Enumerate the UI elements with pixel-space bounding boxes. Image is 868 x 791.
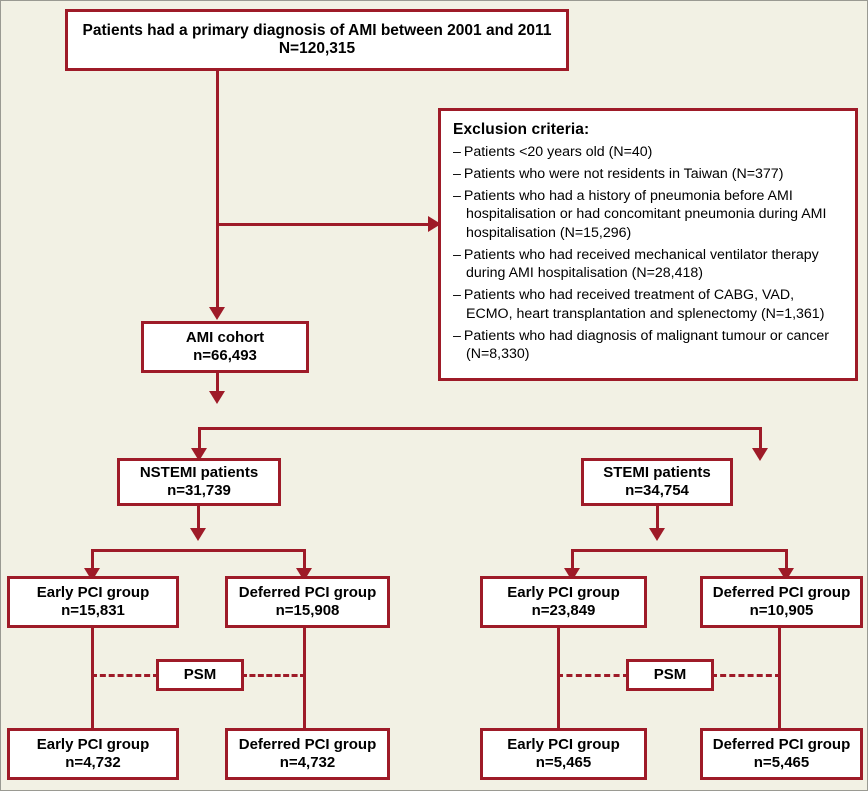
node-nstemi-deferred-pci-matched-line1: Deferred PCI group — [238, 736, 377, 754]
exclusion-item-text: Patients who were not residents in Taiwa… — [463, 165, 784, 182]
arrowhead-exclusion — [428, 216, 441, 232]
exclusion-item-text: Patients who had received mechanical ven… — [463, 246, 819, 282]
bus-cohort-split — [198, 427, 762, 430]
list-dash: – — [453, 165, 461, 182]
arrowhead-stemi — [752, 448, 768, 461]
dashed-connector-stemi-right — [711, 674, 781, 677]
connector-nstemi-early-to-matched — [91, 628, 94, 729]
node-nstemi-early-pci-matched-line1: Early PCI group — [36, 736, 150, 754]
node-nstemi-line2: n=31,739 — [167, 482, 231, 499]
node-stemi-line2: n=34,754 — [625, 482, 689, 499]
node-stemi-deferred-pci-line1: Deferred PCI group — [712, 584, 851, 602]
dashed-connector-stemi-left — [557, 674, 629, 677]
node-source-line2: N=120,315 — [278, 40, 356, 57]
list-dash: – — [453, 327, 461, 344]
exclusion-list: –Patients <20 years old (N=40) –Patients… — [453, 143, 843, 363]
connector-split-left — [198, 427, 201, 451]
bus-nstemi-split — [91, 549, 306, 552]
connector-stemi-right — [785, 549, 788, 571]
connector-stemi-early-to-matched — [557, 628, 560, 729]
connector-nstemi-deferred-to-matched — [303, 628, 306, 729]
node-nstemi-early-pci-line1: Early PCI group — [36, 584, 150, 602]
connector-cohort-down — [216, 373, 219, 393]
node-stemi-early-pci-matched: Early PCI group n=5,465 — [480, 728, 647, 780]
node-nstemi-deferred-pci-line2: n=15,908 — [275, 602, 340, 619]
node-ami-cohort-line2: n=66,493 — [193, 347, 257, 364]
node-stemi-deferred-pci: Deferred PCI group n=10,905 — [700, 576, 863, 628]
bus-stemi-split — [571, 549, 788, 552]
arrowhead-cohort-split — [209, 391, 225, 404]
exclusion-item: –Patients who had received mechanical ve… — [453, 246, 843, 283]
node-stemi-deferred-pci-matched-line2: n=5,465 — [753, 754, 810, 771]
connector-nstemi-down — [197, 506, 200, 530]
connector-nstemi-left — [91, 549, 94, 571]
exclusion-item: –Patients who were not residents in Taiw… — [453, 165, 843, 183]
node-psm-stemi-label: PSM — [653, 666, 687, 684]
list-dash: – — [453, 246, 461, 263]
connector-stemi-left — [571, 549, 574, 571]
connector-nstemi-right — [303, 549, 306, 571]
node-psm-nstemi: PSM — [156, 659, 244, 691]
connector-stemi-deferred-to-matched — [778, 628, 781, 729]
node-ami-cohort: AMI cohort n=66,493 — [141, 321, 309, 373]
node-stemi-line1: STEMI patients — [603, 464, 711, 482]
node-source-line1: Patients had a primary diagnosis of AMI … — [82, 21, 552, 39]
connector-stemi-down — [656, 506, 659, 530]
node-nstemi-early-pci-matched: Early PCI group n=4,732 — [7, 728, 179, 780]
node-nstemi: NSTEMI patients n=31,739 — [117, 458, 281, 506]
node-nstemi-line1: NSTEMI patients — [139, 464, 259, 482]
node-nstemi-deferred-pci-matched-line2: n=4,732 — [279, 754, 336, 771]
node-stemi-early-pci: Early PCI group n=23,849 — [480, 576, 647, 628]
node-stemi-deferred-pci-matched: Deferred PCI group n=5,465 — [700, 728, 863, 780]
exclusion-item-text: Patients who had a history of pneumonia … — [463, 187, 827, 241]
node-stemi-deferred-pci-line2: n=10,905 — [749, 602, 814, 619]
arrowhead-cohort — [209, 307, 225, 320]
exclusion-item: –Patients who had a history of pneumonia… — [453, 187, 843, 242]
node-psm-nstemi-label: PSM — [183, 666, 217, 684]
node-stemi-early-pci-line1: Early PCI group — [507, 584, 620, 602]
node-stemi: STEMI patients n=34,754 — [581, 458, 733, 506]
dashed-connector-nstemi-left — [91, 674, 159, 677]
node-nstemi-deferred-pci-matched: Deferred PCI group n=4,732 — [225, 728, 390, 780]
node-stemi-early-pci-matched-line1: Early PCI group — [507, 736, 620, 754]
list-dash: – — [453, 144, 461, 160]
list-dash: – — [453, 287, 461, 304]
node-stemi-early-pci-matched-line2: n=5,465 — [535, 754, 592, 771]
exclusion-criteria-panel: Exclusion criteria: –Patients <20 years … — [438, 108, 858, 381]
exclusion-item-text: Patients who had diagnosis of malignant … — [463, 327, 830, 363]
exclusion-item: –Patients <20 years old (N=40) — [453, 143, 843, 161]
arrowhead-nstemi-split — [190, 528, 206, 541]
node-psm-stemi: PSM — [626, 659, 714, 691]
node-nstemi-early-pci-line2: n=15,831 — [61, 602, 125, 619]
node-nstemi-deferred-pci: Deferred PCI group n=15,908 — [225, 576, 390, 628]
arrowhead-stemi-split — [649, 528, 665, 541]
exclusion-item-text: Patients who had received treatment of C… — [463, 287, 825, 322]
node-source-population: Patients had a primary diagnosis of AMI … — [65, 9, 569, 71]
connector-to-exclusion — [216, 223, 431, 226]
exclusion-heading: Exclusion criteria: — [453, 121, 590, 138]
node-ami-cohort-line1: AMI cohort — [185, 329, 265, 347]
node-nstemi-deferred-pci-line1: Deferred PCI group — [238, 584, 377, 602]
exclusion-item: –Patients who had diagnosis of malignant… — [453, 327, 843, 364]
connector-split-right — [759, 427, 762, 451]
node-nstemi-early-pci: Early PCI group n=15,831 — [7, 576, 179, 628]
connector-source-to-cohort — [216, 71, 219, 309]
node-nstemi-early-pci-matched-line2: n=4,732 — [65, 754, 121, 771]
dashed-connector-nstemi-right — [241, 674, 306, 677]
exclusion-item-text: Patients <20 years old (N=40) — [463, 144, 653, 160]
list-dash: – — [453, 187, 461, 204]
exclusion-item: –Patients who had received treatment of … — [453, 286, 843, 323]
arrowhead-nstemi — [191, 448, 207, 461]
node-stemi-deferred-pci-matched-line1: Deferred PCI group — [712, 736, 851, 754]
node-stemi-early-pci-line2: n=23,849 — [531, 602, 596, 619]
